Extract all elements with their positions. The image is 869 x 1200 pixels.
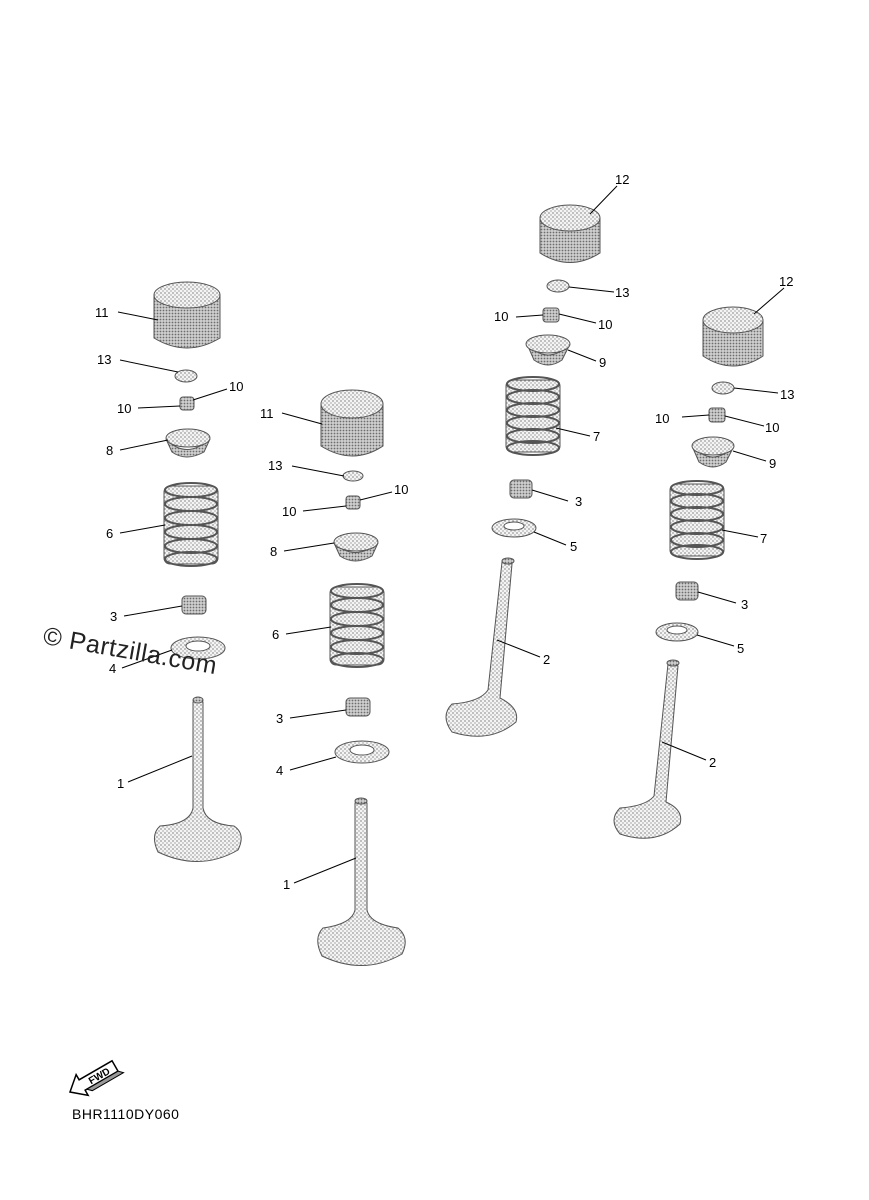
callout-12-d: 12 [779,274,793,289]
callout-10-a-right: 10 [229,379,243,394]
spring-seat-4-a[interactable] [170,636,226,660]
spring-seat-5-d[interactable] [655,622,699,642]
callout-1-b: 1 [283,877,290,892]
fwd-arrow-icon: FWD [69,1059,125,1097]
callout-5-c: 5 [570,539,577,554]
spring-retainer-8-b[interactable] [333,532,379,562]
callout-10-a-left: 10 [117,401,131,416]
callout-3-b: 3 [276,711,283,726]
callout-7-c: 7 [593,429,600,444]
shim-13-c[interactable] [546,279,570,293]
leader-lines [117,185,785,884]
valve-group-c [445,204,601,737]
callout-11-a: 11 [95,305,109,320]
callout-7-d: 7 [760,531,767,546]
callout-3-a: 3 [110,609,117,624]
callout-3-d: 3 [741,597,748,612]
stem-seal-3-a[interactable] [181,595,207,615]
intake-valve-1-b[interactable] [317,797,406,966]
callout-8-a: 8 [106,443,113,458]
stem-seal-3-d[interactable] [675,581,699,601]
callout-3-c: 3 [575,494,582,509]
valve-lifter-12-c[interactable] [539,204,601,263]
callout-10-d-left: 10 [655,411,669,426]
callout-2-d: 2 [709,755,716,770]
callout-10-c-right: 10 [598,317,612,332]
valve-spring-6-b[interactable] [329,583,385,668]
spring-retainer-9-c[interactable] [525,334,571,366]
callout-13-d: 13 [780,387,794,402]
callout-13-a: 13 [97,352,111,367]
valve-group-b [317,389,406,966]
callout-8-b: 8 [270,544,277,559]
valve-spring-6-a[interactable] [163,482,219,567]
valve-spring-7-c[interactable] [505,376,561,456]
valve-lifter-11-a[interactable] [153,281,221,349]
valve-cotter-10-b[interactable] [345,495,361,510]
spring-retainer-9-d[interactable] [691,436,735,468]
callout-10-d-right: 10 [765,420,779,435]
stem-seal-3-c[interactable] [509,479,533,499]
stem-seal-3-b[interactable] [345,697,371,717]
valve-cotter-10-d[interactable] [708,407,726,423]
exhaust-valve-2-c[interactable] [445,557,518,737]
callout-1-a: 1 [117,776,124,791]
spring-seat-4-b[interactable] [334,740,390,764]
valve-lifter-11-b[interactable] [320,389,384,457]
valve-cotter-10-a[interactable] [179,396,195,411]
intake-valve-1-a[interactable] [154,696,242,862]
callout-6-b: 6 [272,627,279,642]
callout-9-c: 9 [599,355,606,370]
shim-13-d[interactable] [711,381,735,395]
callout-11-b: 11 [260,406,274,421]
shim-13-a[interactable] [174,369,198,383]
callout-5-d: 5 [737,641,744,656]
callout-6-a: 6 [106,526,113,541]
callout-labels: 11 13 10 10 8 6 3 4 1 11 13 10 10 8 6 3 … [95,172,794,892]
callout-13-c: 13 [615,285,629,300]
callout-4-a: 4 [109,661,116,676]
callout-2-c: 2 [543,652,550,667]
valve-spring-7-d[interactable] [669,480,725,560]
callout-13-b: 13 [268,458,282,473]
exhaust-valve-2-d[interactable] [613,659,682,839]
callout-10-b-right: 10 [394,482,408,497]
callout-12-c: 12 [615,172,629,187]
spring-retainer-8-a[interactable] [165,428,211,458]
valve-lifter-12-d[interactable] [702,306,764,367]
valve-group-a [153,281,242,862]
valve-group-d [613,306,764,839]
valve-cotter-10-c[interactable] [542,307,560,323]
spring-seat-5-c[interactable] [491,518,537,538]
diagram-code: BHR1110DY060 [72,1106,180,1122]
callout-9-d: 9 [769,456,776,471]
shim-13-b[interactable] [342,470,364,482]
callout-10-c-left: 10 [494,309,508,324]
callout-4-b: 4 [276,763,283,778]
callout-10-b-left: 10 [282,504,296,519]
